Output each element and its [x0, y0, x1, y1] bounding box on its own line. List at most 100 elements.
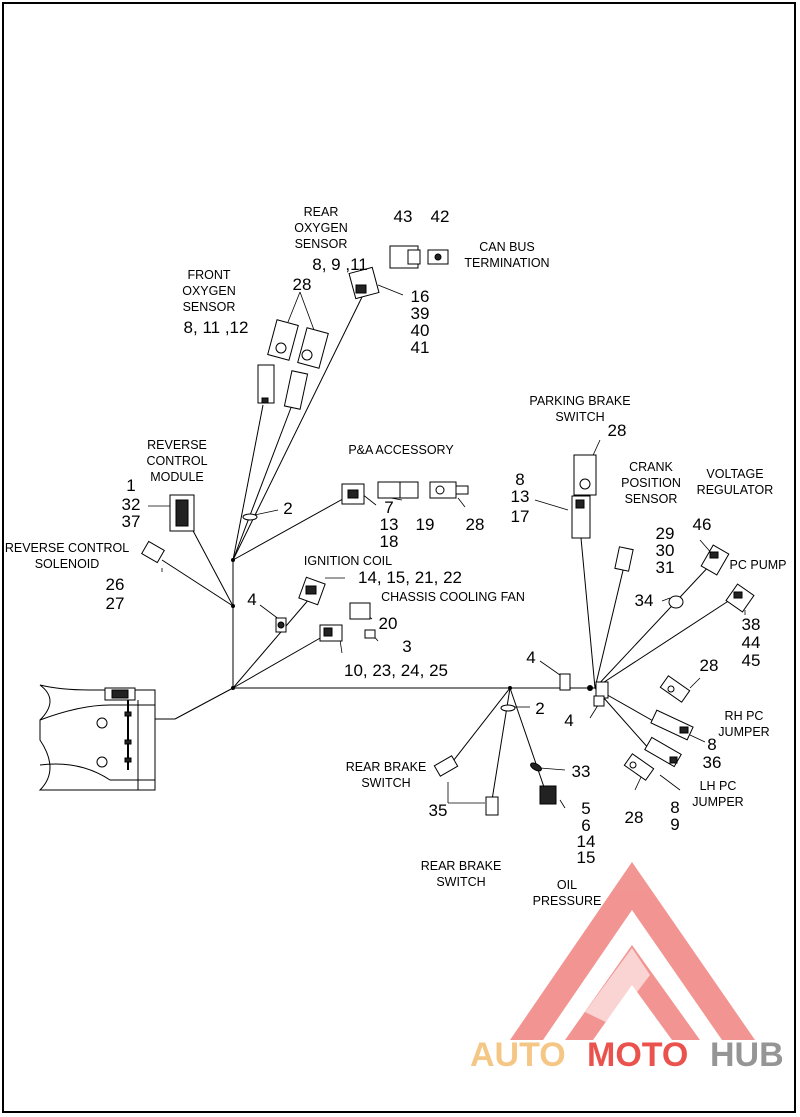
callout-38: 38	[742, 615, 761, 634]
callout-oil-15: 15	[577, 848, 596, 867]
can-bus-label-2: TERMINATION	[464, 256, 549, 270]
watermark-part-1: AUTO	[470, 1036, 566, 1074]
lh-pc-jumper-label-2: JUMPER	[692, 795, 743, 809]
pa-accessory-label: P&A ACCESSORY	[348, 443, 454, 457]
callout-rear-o2: 8, 9 ,11	[312, 255, 367, 274]
callout-2-mid: 2	[535, 699, 544, 718]
callout-45: 45	[742, 651, 761, 670]
callout-2-top: 2	[283, 499, 292, 518]
rear-oxygen-sensor-label-3: SENSOR	[295, 237, 348, 251]
grommet-4-left	[275, 617, 287, 633]
chassis-cooling-fan-connector	[349, 602, 376, 639]
callout-1: 1	[126, 476, 135, 495]
crank-position-sensor-connector	[614, 546, 634, 572]
rear-brake-switch-connector	[433, 755, 459, 777]
oil-pressure-switch	[539, 785, 557, 805]
component-labels: REAR OXYGEN SENSOR FRONT OXYGEN SENSOR C…	[5, 205, 787, 908]
grommet-2-mid	[500, 704, 516, 712]
callout-crank-13: 13	[511, 487, 530, 506]
callout-pa-18: 18	[380, 532, 399, 551]
parking-brake-label-2: SWITCH	[555, 410, 604, 424]
front-oxygen-sensor-label-3: SENSOR	[183, 300, 236, 314]
front-oxygen-sensor-label-2: OXYGEN	[182, 284, 236, 298]
callout-front-o2: 8, 11 ,12	[184, 318, 249, 337]
callout-39: 39	[411, 304, 430, 323]
callout-33: 33	[572, 762, 591, 781]
rear-brake-switch-label-1: REAR BRAKE	[346, 760, 427, 774]
pa-accessory-connectors	[341, 481, 469, 505]
callout-3: 3	[402, 637, 411, 656]
callout-4-mid: 4	[526, 648, 535, 667]
callout-16: 16	[411, 287, 430, 306]
rear-brake-switch-connector-2	[485, 796, 499, 816]
callout-26: 26	[106, 575, 125, 594]
callout-crank-17: 17	[511, 507, 530, 526]
watermark-part-3: HUB	[710, 1036, 784, 1074]
parking-brake-label-1: PARKING BRAKE	[529, 394, 630, 408]
oil-pressure-label-2: PRESSURE	[533, 894, 602, 908]
watermark-part-2: MOTO	[587, 1036, 688, 1074]
grommet-2-top	[242, 513, 258, 521]
callout-28-parking: 28	[608, 421, 627, 440]
pc-pump-label: PC PUMP	[730, 558, 787, 572]
crank-position-label-3: SENSOR	[625, 492, 678, 506]
reverse-control-module-label-1: REVERSE	[147, 438, 207, 452]
callout-30: 30	[656, 541, 675, 560]
rear-oxygen-sensor-label-2: OXYGEN	[294, 221, 348, 235]
rear-oxygen-sensor-label-1: REAR	[304, 205, 339, 219]
callout-29: 29	[656, 524, 675, 543]
rear-brake-switch-2-label-1: REAR BRAKE	[421, 859, 502, 873]
front-oxygen-sensor-label-1: FRONT	[187, 268, 230, 282]
chassis-frame	[38, 684, 156, 791]
front-oxygen-sensor-connectors	[257, 364, 309, 410]
rear-oxygen-sensor-connector	[348, 266, 380, 300]
callout-28-lh: 28	[625, 808, 644, 827]
callout-34: 34	[635, 591, 654, 610]
junction-block	[593, 681, 609, 707]
callout-35: 35	[429, 801, 448, 820]
callout-46: 46	[693, 515, 712, 534]
grommet-4-mid	[559, 673, 571, 691]
rh-pc-jumper-connector	[650, 709, 694, 741]
callout-44: 44	[742, 633, 761, 652]
callout-lh-8: 8	[670, 798, 679, 817]
rear-brake-switch-label-2: SWITCH	[361, 776, 410, 790]
rh-pc-cap	[659, 675, 691, 703]
lh-pc-jumper-connector	[644, 736, 682, 768]
callout-pa-19: 19	[416, 515, 435, 534]
callout-42: 42	[431, 207, 450, 226]
callout-20: 20	[379, 614, 398, 633]
reverse-solenoid-label-2: SOLENOID	[35, 557, 100, 571]
callout-lh-9: 9	[670, 815, 679, 834]
crank-position-label-1: CRANK	[629, 460, 673, 474]
pc-pump-connector	[725, 583, 755, 613]
grommet-34	[668, 595, 684, 609]
can-bus-connector	[389, 245, 449, 269]
callout-numbers: 43 42 8, 9 ,11 16 39 40 41 28 8, 11 ,12 …	[106, 207, 761, 867]
rh-pc-jumper-label-1: RH PC	[725, 709, 764, 723]
reverse-control-module-label-2: CONTROL	[146, 454, 207, 468]
voltage-regulator-label-1: VOLTAGE	[706, 467, 763, 481]
lh-pc-cap	[623, 753, 655, 781]
callout-oil-14: 14	[577, 832, 596, 851]
callout-4-low: 4	[564, 711, 573, 730]
reverse-control-module-label-3: MODULE	[150, 470, 203, 484]
reverse-control-module-connector	[169, 494, 195, 532]
callout-28-rh: 28	[700, 656, 719, 675]
rear-brake-switch-2-label-2: SWITCH	[436, 875, 485, 889]
callout-27: 27	[106, 594, 125, 613]
chassis-cooling-fan-label: CHASSIS COOLING FAN	[381, 590, 525, 604]
front-oxygen-sensor-caps	[267, 319, 329, 369]
callout-pa-7: 7	[384, 498, 393, 517]
callout-43: 43	[394, 207, 413, 226]
watermark-text: AUTO MOTO HUB	[470, 1036, 784, 1074]
callout-oil-6: 6	[581, 816, 590, 835]
callout-crank-8: 8	[515, 470, 524, 489]
callout-4-left: 4	[247, 590, 256, 609]
watermark-logo	[510, 862, 755, 1040]
callout-28-front: 28	[293, 275, 312, 294]
parking-brake-connector	[571, 495, 591, 539]
